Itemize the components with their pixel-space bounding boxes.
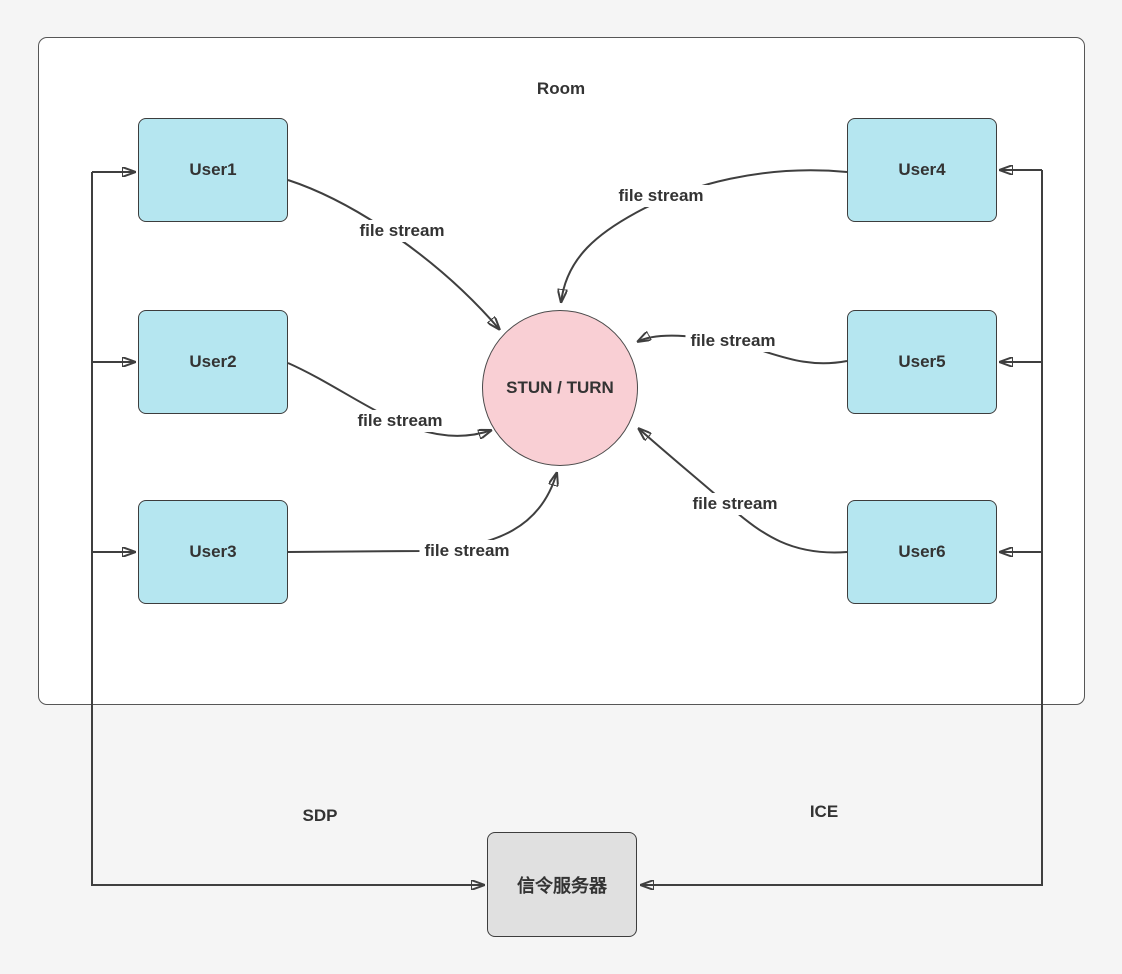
node-user5: User5 [847,310,997,414]
room-label: Room [536,79,586,98]
edge-label-user2-file-stream: file stream [352,410,448,432]
edge-label-user1-file-stream: file stream [354,220,450,242]
sdp-label: SDP [302,806,338,825]
edge-user1-stun [287,179,500,330]
node-user2: User2 [138,310,288,414]
node-user4: User4 [847,118,997,222]
node-user3: User3 [138,500,288,604]
edge-label-user5-file-stream: file stream [685,330,781,352]
ice-label: ICE [809,802,839,821]
edge-label-user6-file-stream: file stream [687,493,783,515]
signaling-server-node: 信令服务器 [487,832,637,937]
stun-turn-node: STUN / TURN [482,310,638,466]
edge-user6-stun [638,428,848,554]
node-user1: User1 [138,118,288,222]
edge-label-user3-file-stream: file stream [419,540,515,562]
edge-label-user4-file-stream: file stream [613,185,709,207]
node-user6: User6 [847,500,997,604]
edge-ice-trunk [640,170,1043,885]
edge-sdp-trunk [91,172,485,885]
